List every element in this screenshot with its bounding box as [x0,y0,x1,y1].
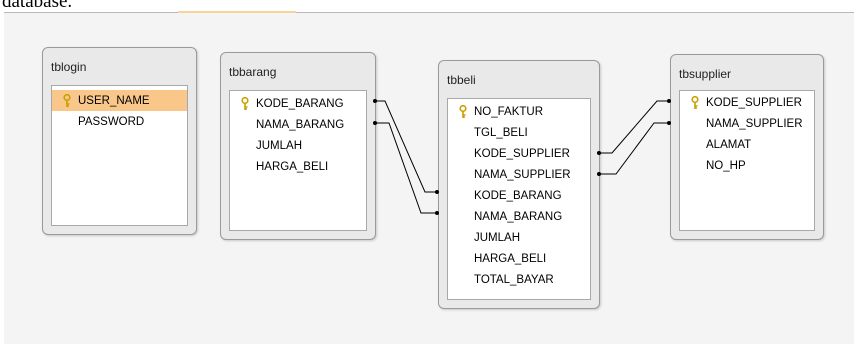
field-tgl-beli[interactable]: TGL_BELI [448,122,590,143]
field-nama-barang[interactable]: NAMA_BARANG [448,206,590,227]
table-tbbarang[interactable]: tbbarang KODE_BARANG NAMA_BARANG JUMLAH … [220,52,376,240]
field-harga-beli[interactable]: HARGA_BELI [448,248,590,269]
field-password[interactable]: PASSWORD [52,111,187,132]
field-name: HARGA_BELI [474,252,547,265]
field-name: KODE_SUPPLIER [706,96,802,109]
field-kode-barang[interactable]: KODE_BARANG [230,93,366,114]
header-text: database. [2,0,73,12]
table-title: tbbarang [229,65,277,79]
field-name: NO_HP [706,159,746,172]
field-list[interactable]: KODE_SUPPLIER NAMA_SUPPLIER ALAMAT NO_HP [679,90,815,231]
field-name: JUMLAH [474,231,521,244]
field-nama-supplier[interactable]: NAMA_SUPPLIER [680,113,814,134]
field-jumlah[interactable]: JUMLAH [230,135,366,156]
field-name: ALAMAT [706,138,752,151]
key-icon [457,104,469,119]
field-name: KODE_BARANG [474,189,562,202]
key-icon [689,95,701,110]
key-icon [239,96,251,111]
field-list[interactable]: NO_FAKTUR TGL_BELI KODE_SUPPLIER NAMA_SU… [447,98,591,300]
field-no-faktur[interactable]: NO_FAKTUR [448,101,590,122]
key-icon [61,93,73,108]
field-alamat[interactable]: ALAMAT [680,134,814,155]
field-name: USER_NAME [78,94,150,107]
field-name: NAMA_BARANG [474,210,563,223]
field-jumlah[interactable]: JUMLAH [448,227,590,248]
field-name: NAMA_SUPPLIER [706,117,803,130]
table-title: tblogin [51,60,87,74]
field-kode-supplier[interactable]: KODE_SUPPLIER [680,92,814,113]
field-name: PASSWORD [78,115,145,128]
field-name: KODE_BARANG [256,97,344,110]
field-kode-barang[interactable]: KODE_BARANG [448,185,590,206]
field-no-hp[interactable]: NO_HP [680,155,814,176]
table-tbbeli[interactable]: tbbeli NO_FAKTUR TGL_BELI KODE_SUPPLIER … [438,60,600,309]
field-list[interactable]: KODE_BARANG NAMA_BARANG JUMLAH HARGA_BEL… [229,90,367,231]
field-name: TOTAL_BAYAR [474,273,554,286]
field-user-name[interactable]: USER_NAME [52,90,187,111]
field-name: KODE_SUPPLIER [474,147,570,160]
field-nama-supplier[interactable]: NAMA_SUPPLIER [448,164,590,185]
field-name: HARGA_BELI [256,160,329,173]
table-title: tbsupplier [679,67,732,81]
field-kode-supplier[interactable]: KODE_SUPPLIER [448,143,590,164]
field-harga-beli[interactable]: HARGA_BELI [230,156,366,177]
field-name: NAMA_BARANG [256,118,345,131]
canvas-tab-highlight [178,11,296,13]
field-name: TGL_BELI [474,126,528,139]
field-name: JUMLAH [256,139,303,152]
field-total-bayar[interactable]: TOTAL_BAYAR [448,269,590,290]
field-name: NO_FAKTUR [474,105,544,118]
table-tbsupplier[interactable]: tbsupplier KODE_SUPPLIER NAMA_SUPPLIER A… [670,54,824,240]
field-name: NAMA_SUPPLIER [474,168,571,181]
field-nama-barang[interactable]: NAMA_BARANG [230,114,366,135]
table-tblogin[interactable]: tblogin USER_NAME PASSWORD [42,47,197,235]
table-title: tbbeli [447,73,476,87]
field-list[interactable]: USER_NAME PASSWORD [51,85,188,226]
